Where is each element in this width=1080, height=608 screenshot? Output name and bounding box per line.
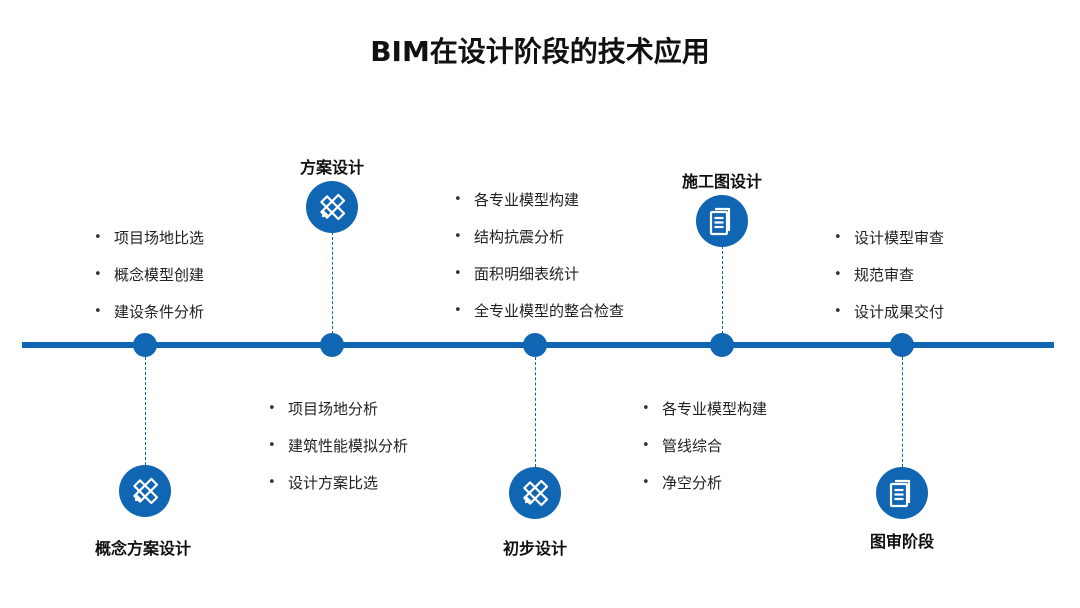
list-item: 设计方案比选 [266,472,408,509]
list-item: 设计模型审查 [832,227,944,264]
pencil-ruler-icon [306,181,358,233]
stage-label-preliminary: 初步设计 [502,539,567,558]
connector-preliminary [535,357,536,467]
list-item: 规范审查 [832,264,944,301]
stage-items-preliminary: 各专业模型构建 结构抗震分析 面积明细表统计 全专业模型的整合检查 [452,189,624,337]
pencil-ruler-icon [119,465,171,517]
list-item: 管线综合 [640,435,767,472]
stage-label-construction: 施工图设计 [681,172,762,191]
stage-label-scheme: 方案设计 [299,158,364,177]
page-title: BIM在设计阶段的技术应用 [370,35,710,68]
stage-label-review: 图审阶段 [869,532,934,551]
stage-items-scheme: 项目场地分析 建筑性能模拟分析 设计方案比选 [266,398,408,509]
list-item: 面积明细表统计 [452,263,624,300]
list-item: 设计成果交付 [832,301,944,338]
list-item: 各专业模型构建 [452,189,624,226]
timeline-node-preliminary[interactable] [523,333,547,357]
list-item: 项目场地比选 [92,227,204,264]
list-item: 建筑性能模拟分析 [266,435,408,472]
connector-concept [145,357,146,465]
document-icon [696,195,748,247]
connector-construction [722,246,723,334]
stage-items-construction: 各专业模型构建 管线综合 净空分析 [640,398,767,509]
stage-label-concept: 概念方案设计 [94,539,191,558]
timeline-node-construction[interactable] [710,333,734,357]
stage-items-review: 设计模型审查 规范审查 设计成果交付 [832,227,944,338]
list-item: 全专业模型的整合检查 [452,300,624,337]
document-icon [876,467,928,519]
connector-scheme [332,232,333,334]
connector-review [902,357,903,467]
list-item: 项目场地分析 [266,398,408,435]
stage-items-concept: 项目场地比选 概念模型创建 建设条件分析 [92,227,204,338]
pencil-ruler-icon [509,467,561,519]
list-item: 建设条件分析 [92,301,204,338]
list-item: 净空分析 [640,472,767,509]
timeline-node-scheme[interactable] [320,333,344,357]
list-item: 各专业模型构建 [640,398,767,435]
list-item: 概念模型创建 [92,264,204,301]
list-item: 结构抗震分析 [452,226,624,263]
